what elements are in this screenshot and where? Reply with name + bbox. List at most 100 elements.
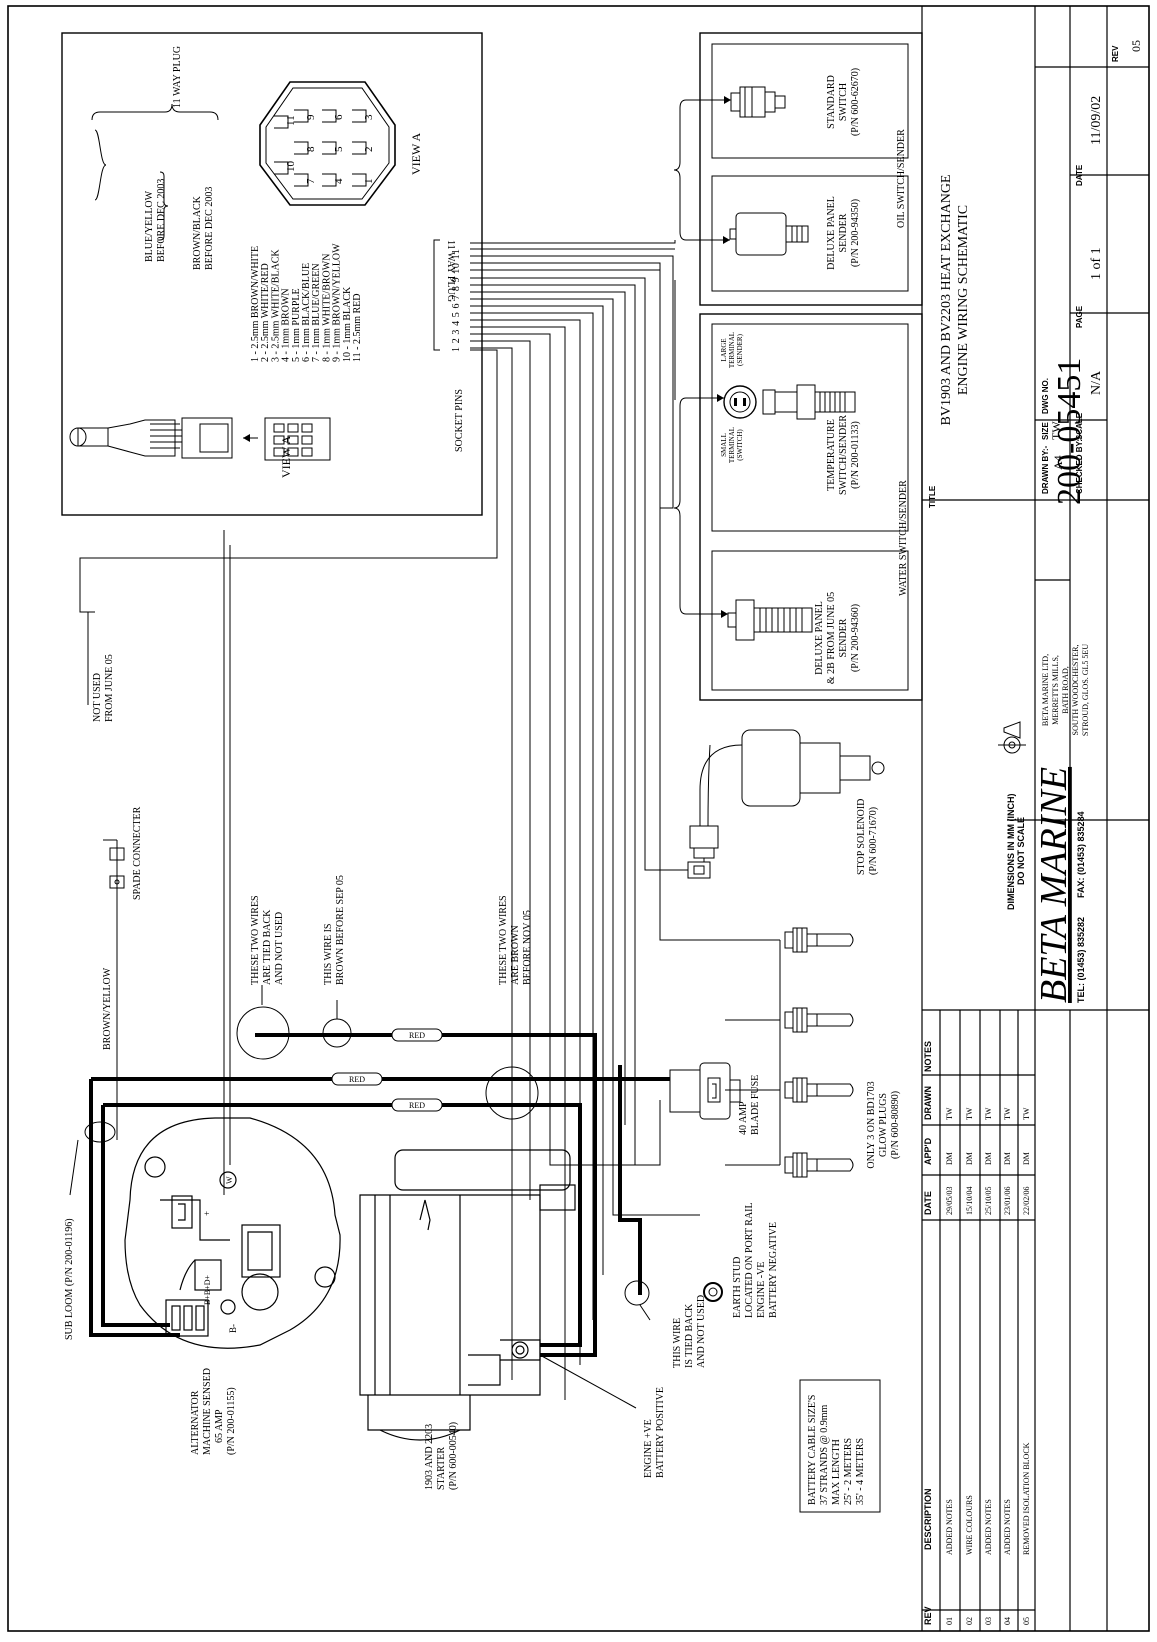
plug-pin-number-10: 10 [285,161,297,173]
temperature-switch-label: TEMPERATURE SWITCH/SENDER (P/N 200-01133… [826,415,861,495]
svg-text:(SENDER): (SENDER) [736,333,744,366]
blade-fuse-symbol [669,1062,741,1120]
callout-circles [84,1006,650,1306]
svg-text:IS TIED BACK: IS TIED BACK [684,1303,695,1368]
svg-text:ARE BROWN: ARE BROWN [510,925,521,985]
rev-header-1: DESCRIPTION [923,1488,933,1550]
svg-text:(P/N 200-01133): (P/N 200-01133) [850,421,861,489]
alternator-w-terminal: W [225,1176,234,1184]
svg-text:ALTERNATOR: ALTERNATOR [190,1390,201,1455]
svg-text:(P/N 600-71670): (P/N 600-71670) [868,807,879,875]
company-address: BETA MARINE LTD, MERRETTS MILLS, BATH RO… [1041,644,1090,736]
sheet-border [7,5,1150,1632]
note-brown-black: BROWN/BLACK [192,195,203,270]
plug-wire-2: 2 - 2.5mm WHITE/RED [260,263,271,362]
svg-text:SMALL: SMALL [720,433,728,457]
plug-wire-legend: 1 - 2.5mm BROWN/WHITE2 - 2.5mm WHITE/RED… [250,243,363,362]
svg-text:BATH ROAD,: BATH ROAD, [1061,666,1070,714]
rev-row-5-cell-1: REMOVED ISOLATION BLOCK [1022,1442,1031,1555]
glow-plug-4 [784,1152,854,1178]
company-tel: TEL: (01453) 835282 [1076,917,1086,1003]
svg-text:LARGE: LARGE [720,338,728,361]
sub-loom-label: SUB LOOM (P/N 200-01196) [64,1218,75,1340]
tied-back-one-label: THIS WIRE IS TIED BACK AND NOT USED [672,1295,707,1368]
svg-text:BETA MARINE LTD,: BETA MARINE LTD, [1041,654,1050,726]
rev-row-2-cell-2: 15/10/04 [965,1187,974,1215]
oil-box-title: OIL SWITCH/SENDER [896,129,907,228]
svg-text:GLOW PLUGS: GLOW PLUGS [878,1093,889,1157]
glow-plugs-group [784,927,854,1178]
rev-row-1-cell-2: 29/05/03 [945,1187,954,1215]
note-before-dec-2003-a: BEFORE DEC 2003 [156,179,167,262]
rev-row-4-cell-4: TW [1003,1107,1012,1120]
rev-row-5-cell-0: 05 [1022,1617,1031,1625]
svg-text:TERMINAL: TERMINAL [728,427,736,463]
red-cable-labels: RED RED RED [331,1028,443,1112]
rev-row-5-cell-2: 22/02/06 [1022,1187,1031,1215]
plug-pin-4 [322,173,337,187]
earth-stud-symbol [703,1282,723,1302]
plug-pin-6 [322,109,337,123]
svg-text:BROWN BEFORE SEP 05: BROWN BEFORE SEP 05 [335,875,346,985]
svg-text:STROUD, GLOS. GL5 5EU: STROUD, GLOS. GL5 5EU [1081,644,1090,736]
rev-row-2-cell-0: 02 [965,1617,974,1625]
svg-text:DIMENSIONS IN MM (INCH): DIMENSIONS IN MM (INCH) [1006,794,1016,911]
svg-text:(P/N 600-80890): (P/N 600-80890) [890,1091,901,1159]
plug-pin-5 [322,141,337,155]
plug-pin-number-2: 2 [363,147,375,153]
title-block [921,6,1149,1631]
page-label: PAGE [1075,305,1084,328]
rev-row-4-cell-2: 23/01/06 [1003,1187,1012,1215]
page-value: 1 of 1 [1089,247,1104,280]
svg-text:THESE TWO WIRES: THESE TWO WIRES [498,895,509,985]
alternator-label: ALTERNATOR MACHINE SENSED 65 AMP (P/N 20… [190,1368,237,1455]
company-logo-block: BETA MARINE TEL: (01453) 835282 FAX: (01… [1033,767,1086,1003]
svg-text:1 - 2.5mm BROWN/WHITE2 - 2.5mm: 1 - 2.5mm BROWN/WHITE2 - 2.5mm WHITE/RED… [250,243,363,362]
socket-pin-numbers: 1 2 3 4 5 6 7 8 9 10 11 [451,249,462,352]
svg-text:ONLY 3 ON BD1703: ONLY 3 ON BD1703 [866,1081,877,1168]
rev-row-5-cell-4: TW [1022,1107,1031,1120]
svg-text:DO NOT SCALE: DO NOT SCALE [1016,817,1026,885]
rev-row-1-cell-3: DM [945,1152,954,1165]
plug-wire-9: 9 - 1mm BROWN/YELLOW [332,243,343,362]
svg-text:THIS WIRE: THIS WIRE [672,1318,683,1368]
svg-text:AND NOT USED: AND NOT USED [696,1295,707,1368]
svg-text:40 AMP: 40 AMP [738,1101,749,1135]
svg-text:(P/N 600-00540): (P/N 600-00540) [448,1422,459,1490]
svg-text:(P/N 200-01155): (P/N 200-01155) [226,1387,237,1455]
rev-row-1-cell-0: 01 [945,1617,954,1625]
spade-connecter-symbol [109,840,125,900]
stop-solenoid-label: STOP SOLENOID (P/N 600-71670) [856,799,879,875]
rev-row-1-cell-1: ADDED NOTES [945,1499,954,1555]
svg-text:NOT USED: NOT USED [92,673,103,722]
rev-row-1-cell-4: TW [945,1107,954,1120]
svg-text:LOCATED ON PORT RAIL: LOCATED ON PORT RAIL [744,1202,755,1318]
dwg-no-label: DWG NO. [1041,378,1050,414]
plug-pin-11 [274,115,289,129]
svg-text:BATTERY CABLE SIZE'S: BATTERY CABLE SIZE'S [807,1395,818,1505]
deluxe-water-sender-symbol [727,599,813,641]
plug-pin-number-5: 5 [333,146,345,152]
projection-symbol [998,721,1026,754]
svg-text:THESE TWO WIRES: THESE TWO WIRES [250,895,261,985]
plug-pin-3 [352,109,367,123]
earth-stud-label: EARTH STUD LOCATED ON PORT RAIL ENGINE -… [732,1202,779,1318]
size-value: A4 [1051,455,1065,470]
checked-by-label: CHECKED BY:- [1075,436,1084,494]
drawn-by-label: DRAWN BY:- [1041,445,1050,494]
company-name: BETA MARINE [1033,767,1075,1003]
plug-pin-9 [294,109,309,123]
plug-pin-2 [352,141,367,155]
alternator-plus: + [202,1211,212,1216]
plug-wire-5: 5 - 1mm PURPLE [291,288,302,362]
svg-text:ENGINE WIRING SCHEMATIC: ENGINE WIRING SCHEMATIC [956,205,971,395]
plug-wire-4: 4 - 1mm BROWN [281,288,292,362]
plug-pin-number-1: 1 [363,179,375,185]
svg-text:SWITCH/SENDER: SWITCH/SENDER [838,415,849,495]
rev-row-4-cell-0: 04 [1003,1617,1012,1625]
rev-row-4-cell-1: ADDED NOTES [1003,1499,1012,1555]
large-terminal-label: LARGE TERMINAL (SENDER) [720,332,744,368]
scale-label: SCALE [1075,412,1084,440]
